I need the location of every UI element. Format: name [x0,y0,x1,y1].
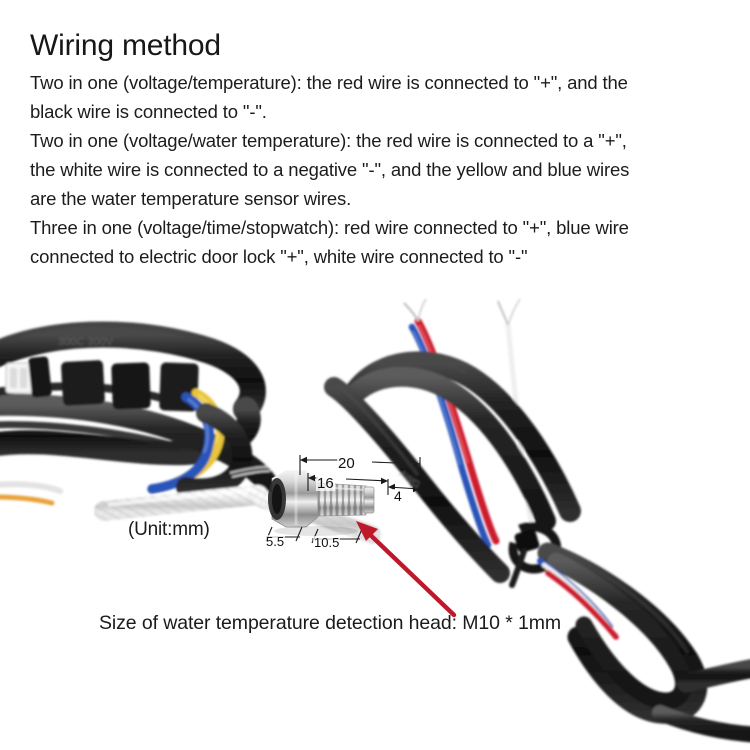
wiring-instructions-block: Wiring method Two in one (voltage/temper… [30,28,730,271]
black-cable-bundle [0,393,279,496]
chrome-hex-nut [268,470,319,528]
page-title: Wiring method [30,29,221,62]
black-cable-bundle [0,321,266,422]
white-wire-bare-tip [497,298,521,326]
red-wire-bare-tip [403,298,427,322]
paragraph-two-in-one-temperature: Two in one (voltage/temperature): the re… [30,72,628,122]
black-cable-bundle [652,705,750,743]
red-wire [545,570,619,640]
dimension-label-4: 4 [393,488,403,504]
wiring-harness-photo: 300C 300V [0,285,750,750]
threaded-sensor-tip [317,482,375,517]
unit-label: (Unit:mm) [128,519,210,540]
black-cable-bundle [676,659,750,693]
chrome-sensor-group [268,470,375,536]
dimension-label-10-5: 10.5 [313,535,341,550]
black-cable-bundle [324,377,510,583]
cable-loop [345,351,581,522]
left-harness-group: 300C 300V [0,321,381,544]
right-harness-group: AWG [324,298,750,743]
cable-print-text: 300C 300V [58,336,114,348]
bare-wire-strands [229,465,271,478]
paragraph-three-in-one-stopwatch: Three in one (voltage/time/stopwatch): r… [30,217,629,267]
paragraph-two-in-one-water-temperature: Two in one (voltage/water temperature): … [30,130,630,209]
dimension-label-20: 20 [337,455,356,472]
dimension-label-16: 16 [316,475,335,492]
dimension-label-5-5: 5.5 [265,534,286,549]
cable-loop [340,366,556,531]
orange-wire [0,494,55,506]
tick-105-right [355,528,363,544]
sensor-end-cap [363,486,375,514]
size-caption: Size of water temperature detection head… [99,612,562,634]
red-pointer-arrow [356,521,457,618]
white-wire [0,481,63,494]
white-connector [5,362,33,394]
tick-55-right [295,526,303,542]
